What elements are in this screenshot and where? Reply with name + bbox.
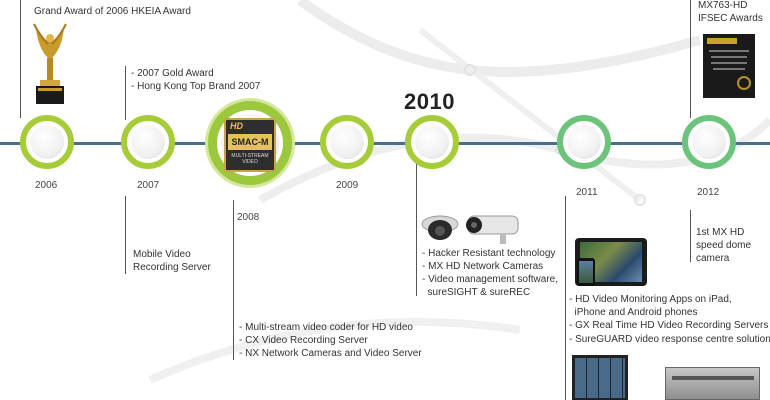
- connector-2007-top: [125, 66, 126, 120]
- year-2006: 2006: [35, 180, 58, 191]
- note-2011-line2: iPhone and Android phones: [569, 307, 698, 318]
- smac-hd-label: HD: [230, 121, 243, 131]
- timeline-node-2010[interactable]: [405, 115, 459, 169]
- year-2009: 2009: [336, 180, 359, 191]
- monitor-icon: [572, 355, 628, 400]
- connector-2008: [233, 200, 234, 360]
- note-2007-award: - 2007 Gold Award: [131, 68, 214, 79]
- trophy-icon: [33, 23, 67, 104]
- timeline-node-2007[interactable]: [121, 115, 175, 169]
- timeline-line: [0, 142, 770, 145]
- connector-2006: [20, 0, 21, 118]
- note-2010-line2: - MX HD Network Cameras: [422, 261, 544, 272]
- dvr-icon: [665, 367, 760, 400]
- timeline-node-2012[interactable]: [682, 115, 736, 169]
- smac-m-logo: HD SMAC-M MULTI-STREAM VIDEO: [224, 118, 276, 172]
- note-2008-line2: - CX Video Recording Server: [239, 335, 368, 346]
- bullet-camera-icon: [466, 215, 519, 244]
- connector-2012-top: [690, 0, 691, 118]
- camera-group: [421, 215, 519, 244]
- connector-2010: [416, 160, 417, 296]
- timeline-node-2011[interactable]: [557, 115, 611, 169]
- year-2011: 2011: [576, 187, 598, 198]
- connector-2012-bottom: [690, 210, 691, 262]
- note-2007-mobile-2: Recording Server: [133, 262, 211, 273]
- connector-2007-bottom: [125, 196, 126, 274]
- note-2011-line1: - HD Video Monitoring Apps on iPad,: [569, 294, 732, 305]
- timeline-node-2006[interactable]: [20, 115, 74, 169]
- note-2008-line1: - Multi-stream video coder for HD video: [239, 322, 413, 333]
- note-2007-brand: - Hong Kong Top Brand 2007: [131, 81, 261, 92]
- timeline-node-2009[interactable]: [320, 115, 374, 169]
- phone-icon: [577, 258, 595, 286]
- year-2008: 2008: [237, 212, 260, 223]
- dome-camera-icon: [421, 215, 459, 240]
- note-2012-line1: 1st MX HD: [696, 227, 745, 238]
- ifsec-line2: IFSEC Awards: [698, 13, 763, 24]
- note-2011-line3: - GX Real Time HD Video Recording Server…: [569, 320, 769, 331]
- year-2012: 2012: [697, 187, 720, 198]
- note-2010-line1: - Hacker Resistant technology: [422, 248, 556, 259]
- award-2006-text: Grand Award of 2006 HKEIA Award: [34, 6, 191, 17]
- ifsec-line1: MX763-HD: [698, 0, 748, 11]
- note-2008-line3: - NX Network Cameras and Video Server: [239, 348, 422, 359]
- connector-2011: [565, 196, 566, 400]
- year-2010: 2010: [404, 89, 455, 114]
- smac-main-label: SMAC-M: [228, 134, 272, 150]
- note-2007-mobile-1: Mobile Video: [133, 249, 191, 260]
- award-certificate-icon: [703, 34, 755, 98]
- note-2012-line2: speed dome: [696, 240, 752, 251]
- year-2007: 2007: [137, 180, 160, 191]
- note-2011-line4: - SureGUARD video response centre soluti…: [569, 334, 770, 345]
- smac-sub-label: MULTI-STREAM VIDEO: [231, 153, 269, 165]
- note-2010-line4: sureSIGHT & sureREC: [422, 287, 531, 298]
- note-2010-line3: - Video management software,: [422, 274, 559, 285]
- note-2012-line3: camera: [696, 253, 730, 264]
